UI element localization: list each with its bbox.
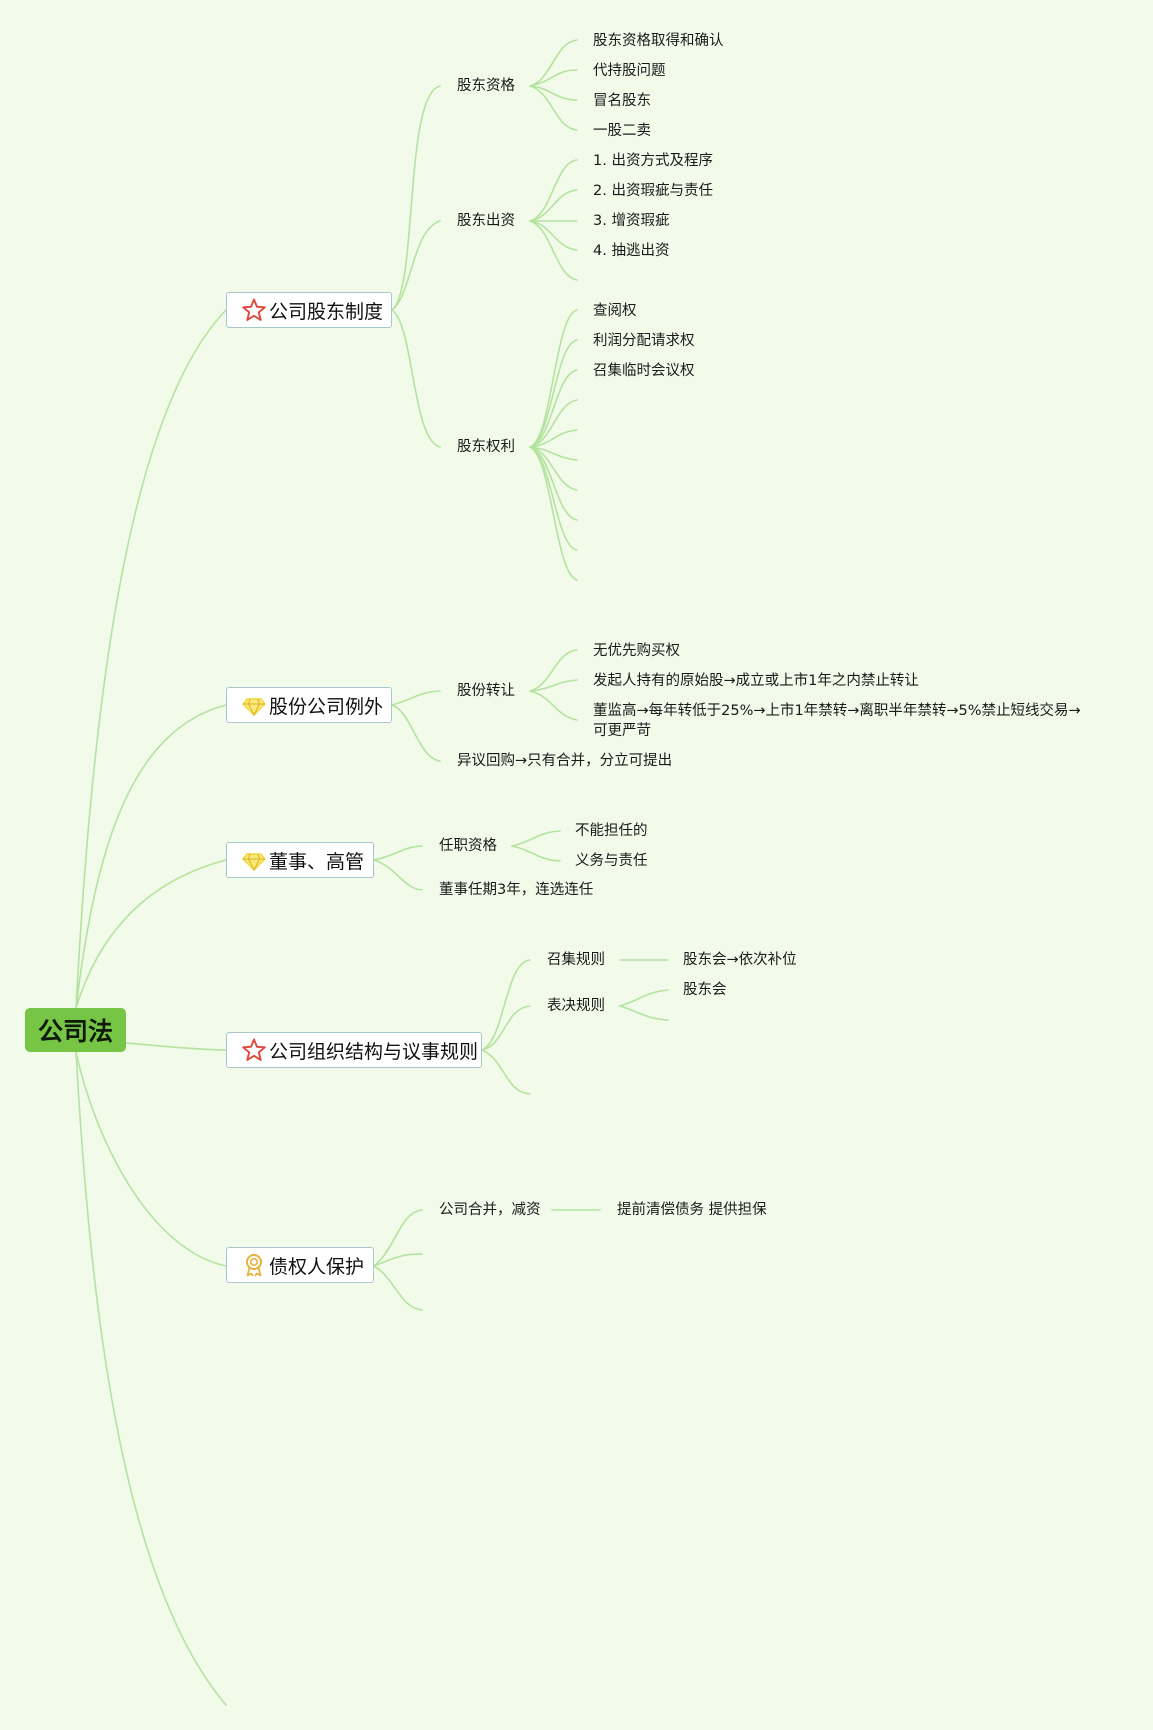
sub-director-qualification[interactable]: 任职资格 xyxy=(439,838,497,854)
link-shareholder-rights xyxy=(391,309,441,448)
branch-organization[interactable]: 公司组织结构与议事规则 xyxy=(226,1032,482,1068)
branch-label: 债权人保护 xyxy=(269,1255,365,1278)
link-r-leaf-2 xyxy=(529,339,578,448)
branch-label: 公司组织结构与议事规则 xyxy=(269,1040,479,1063)
root-label: 公司法 xyxy=(37,1017,113,1046)
branch-label: 董事、高管 xyxy=(269,850,365,873)
link-vote-leaf-2 xyxy=(619,1005,669,1021)
link-vote-leaf-1 xyxy=(619,989,669,1007)
diamond-icon xyxy=(242,853,266,872)
link-directors-term xyxy=(373,859,423,891)
sub-shareholder-qualification[interactable]: 股东资格 xyxy=(457,78,515,94)
leaf-qualification-1[interactable]: 股东资格取得和确认 xyxy=(593,33,724,49)
link-shareholder-capital xyxy=(391,220,441,311)
leaf-vote[interactable]: 股东会 xyxy=(683,982,727,998)
leaf-convene[interactable]: 股东会→依次补位 xyxy=(683,952,797,968)
link-creditors-extra-2 xyxy=(373,1265,423,1311)
leaf-rights-3[interactable]: 召集临时会议权 xyxy=(593,363,695,379)
leaf-capital-1[interactable]: 1. 出资方式及程序 xyxy=(593,153,713,169)
leaf-transfer-1[interactable]: 无优先购买权 xyxy=(593,643,680,659)
leaf-director-qual-2[interactable]: 义务与责任 xyxy=(575,853,648,869)
link-root-creditors xyxy=(75,1051,227,1267)
star-icon xyxy=(242,298,266,321)
link-c-leaf-1 xyxy=(529,159,578,222)
leaf-capital-2[interactable]: 2. 出资瑕疵与责任 xyxy=(593,183,713,199)
sub-merger-reduction[interactable]: 公司合并，减资 xyxy=(439,1202,541,1218)
root-node[interactable]: 公司法 xyxy=(25,1008,126,1052)
leaf-transfer-2[interactable]: 发起人持有的原始股→成立或上市1年之内禁止转让 xyxy=(593,673,919,689)
leaf-qualification-3[interactable]: 冒名股东 xyxy=(593,93,651,109)
link-c-leaf-5 xyxy=(529,220,578,281)
sub-share-transfer[interactable]: 股份转让 xyxy=(457,683,515,699)
leaf-transfer-3[interactable]: 董监高→每年转低于25%→上市1年禁转→离职半年禁转→5%禁止短线交易→可更严苛 xyxy=(593,703,1081,739)
sub-shareholder-capital[interactable]: 股东出资 xyxy=(457,213,515,229)
branch-shareholder-system[interactable]: 公司股东制度 xyxy=(226,292,392,328)
diamond-icon xyxy=(242,698,266,717)
leaf-qualification-4[interactable]: 一股二卖 xyxy=(593,123,651,139)
link-r-leaf-4 xyxy=(529,399,578,448)
link-q-leaf-2 xyxy=(529,69,578,87)
medal-icon xyxy=(246,1254,262,1277)
sub-vote-rules[interactable]: 表决规则 xyxy=(547,998,605,1014)
link-r-leaf-3 xyxy=(529,369,578,448)
link-dq-leaf-2 xyxy=(511,845,561,862)
link-jointstock-transfer xyxy=(391,690,441,706)
branch-label: 公司股东制度 xyxy=(269,300,384,323)
branch-label: 股份公司例外 xyxy=(269,695,384,718)
link-creditors-extra-1 xyxy=(373,1253,423,1267)
leaf-rights-2[interactable]: 利润分配请求权 xyxy=(593,333,695,349)
link-jointstock-buyback xyxy=(391,704,441,762)
link-q-leaf-1 xyxy=(529,39,578,87)
sub-convene-rules[interactable]: 召集规则 xyxy=(547,952,605,968)
link-shareholder-qualification xyxy=(391,85,441,311)
link-r-leaf-8 xyxy=(529,446,578,521)
link-root-tail xyxy=(75,1051,227,1706)
leaf-merger[interactable]: 提前清偿债务 提供担保 xyxy=(617,1202,767,1218)
link-root-organization xyxy=(125,1042,227,1051)
leaf-capital-4[interactable]: 4. 抽逃出资 xyxy=(593,243,670,259)
link-directors-qualification xyxy=(373,845,423,861)
link-t-leaf-1 xyxy=(529,649,578,692)
link-r-leaf-9 xyxy=(529,446,578,551)
branch-directors[interactable]: 董事、高管 xyxy=(226,842,374,878)
leaf-qualification-2[interactable]: 代持股问题 xyxy=(593,63,666,79)
link-org-extra xyxy=(481,1049,531,1095)
link-root-directors xyxy=(75,859,227,1009)
link-q-leaf-3 xyxy=(529,85,578,101)
link-c-leaf-2 xyxy=(529,189,578,222)
sub-shareholder-rights[interactable]: 股东权利 xyxy=(457,439,515,455)
link-root-jointstock xyxy=(75,704,227,1009)
sub-dissent-buyback[interactable]: 异议回购→只有合并，分立可提出 xyxy=(457,753,673,769)
link-root-shareholder xyxy=(75,309,227,1009)
link-q-leaf-4 xyxy=(529,85,578,131)
branch-joint-stock[interactable]: 股份公司例外 xyxy=(226,687,392,723)
leaf-capital-3[interactable]: 3. 增资瑕疵 xyxy=(593,213,670,229)
leaf-director-qual-1[interactable]: 不能担任的 xyxy=(575,823,648,839)
link-c-leaf-4 xyxy=(529,220,578,251)
link-r-leaf-1 xyxy=(529,309,578,448)
link-dq-leaf-1 xyxy=(511,830,561,847)
star-icon xyxy=(242,1038,266,1061)
link-creditors-merger xyxy=(373,1209,423,1267)
link-t-leaf-3 xyxy=(529,690,578,721)
link-r-leaf-10 xyxy=(529,446,578,581)
leaf-rights-1[interactable]: 查阅权 xyxy=(593,303,637,319)
link-org-vote xyxy=(481,1005,531,1051)
link-org-convene xyxy=(481,959,531,1051)
link-r-leaf-5 xyxy=(529,429,578,448)
branch-creditors[interactable]: 债权人保护 xyxy=(226,1247,374,1283)
link-t-leaf-2 xyxy=(529,679,578,692)
sub-director-term[interactable]: 董事任期3年，连选连任 xyxy=(439,882,594,898)
